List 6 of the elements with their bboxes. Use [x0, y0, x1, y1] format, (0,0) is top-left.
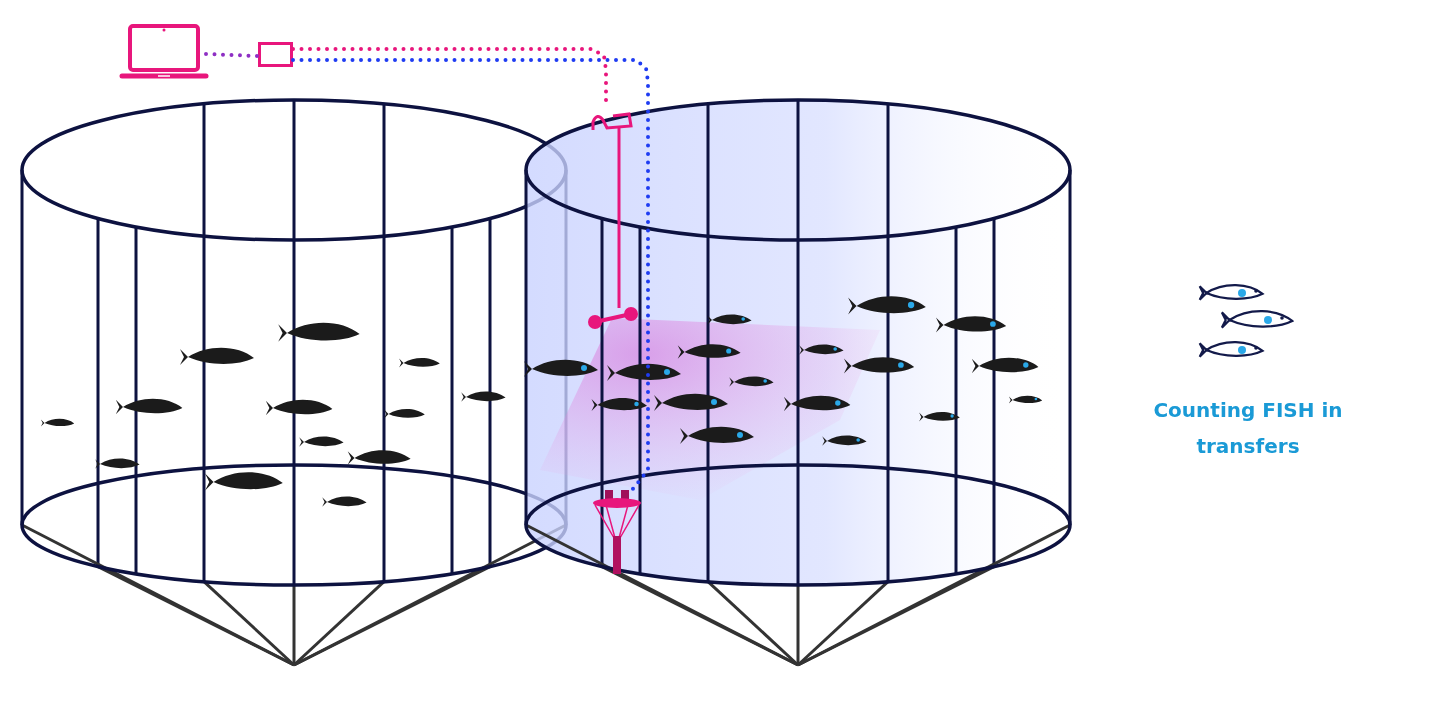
sensor-icon — [592, 490, 642, 576]
dotted-cable — [204, 52, 260, 58]
junction-box — [258, 42, 293, 67]
caption-text: Counting FISH in transfers — [1152, 397, 1344, 460]
laptop-icon — [122, 24, 206, 80]
dotted-cable — [291, 58, 650, 492]
